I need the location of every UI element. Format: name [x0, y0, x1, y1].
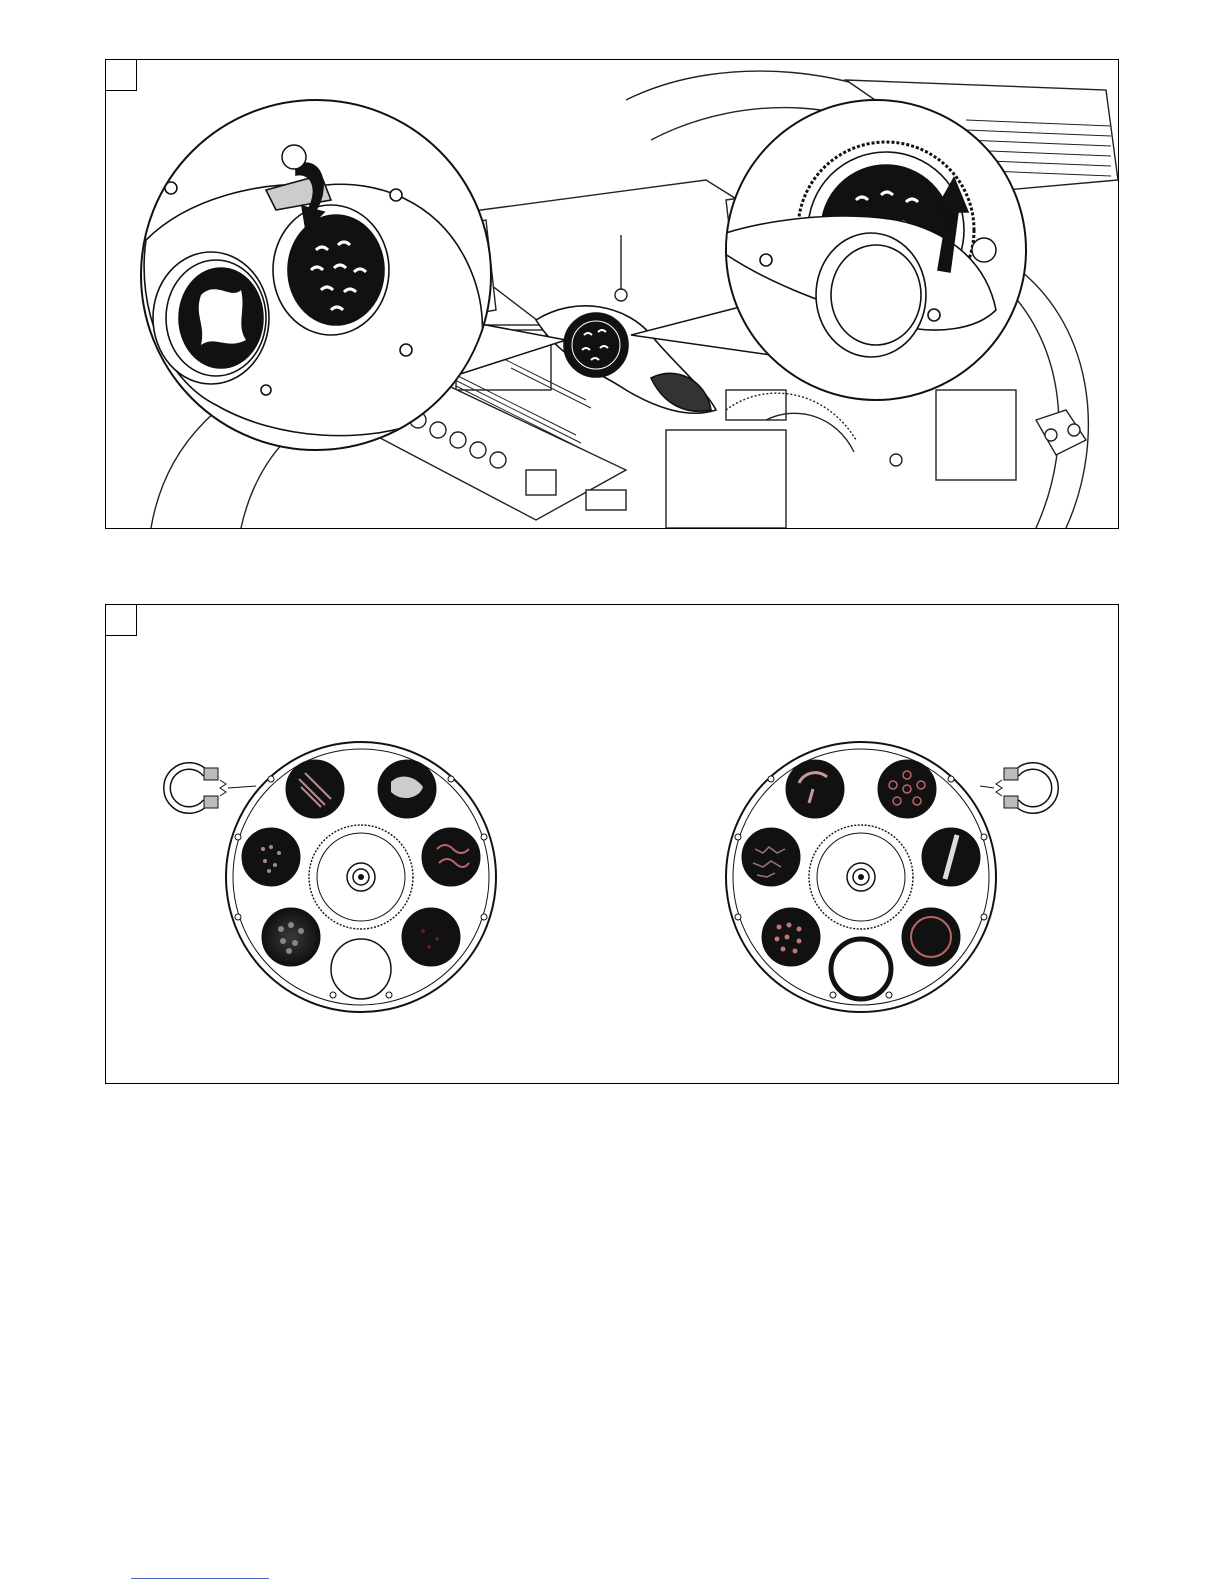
figure-gobo-replacement: [105, 59, 1119, 529]
step-badge-right: [972, 238, 996, 262]
open-hole: [331, 939, 391, 999]
lines-gobo: [287, 761, 343, 817]
dark-gobo: [403, 909, 459, 965]
figure-number-tab: [105, 59, 137, 91]
magnet-icon-left: [167, 766, 256, 810]
cells-gobo: [243, 829, 299, 885]
dots-gobo: [263, 909, 319, 965]
footer-link-underline: [131, 1578, 269, 1579]
gobo-wheels-illustration: [106, 605, 1118, 1083]
open-hole: [831, 939, 891, 999]
gobo-wheel-right: [726, 742, 996, 1012]
circle-gobo: [903, 909, 959, 965]
step-badge-left: [282, 145, 306, 169]
figure-number-tab: [105, 604, 137, 636]
splash-gobo: [379, 761, 435, 817]
figure-gobo-wheels: [105, 604, 1119, 1084]
right-detail-callout: [706, 100, 1026, 400]
mosaic-gobo: [763, 909, 819, 965]
gobo-wheel-left: [226, 742, 496, 1012]
fixture-interior-illustration: [106, 60, 1118, 528]
crackle-gobo: [743, 829, 799, 885]
swirl-gobo: [423, 829, 479, 885]
magnet-icon-right: [980, 766, 1055, 810]
left-detail-callout: [141, 100, 491, 450]
bar-gobo: [923, 829, 979, 885]
ring-dots-gobo: [879, 761, 935, 817]
arc-gobo: [787, 761, 843, 817]
